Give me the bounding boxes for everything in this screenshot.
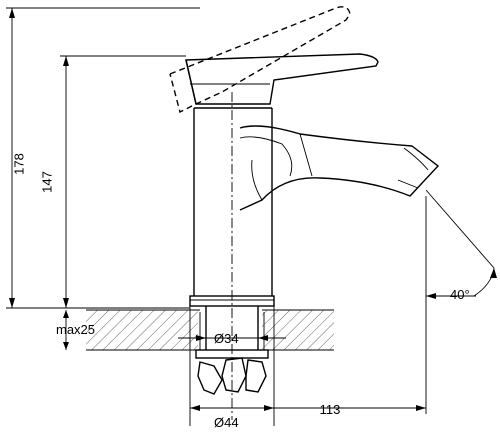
label-total-height: 178 — [11, 153, 26, 175]
label-deck-thickness: max25 — [56, 322, 95, 337]
faucet-handle-raised — [169, 6, 351, 114]
label-aerator-angle: 40° — [450, 287, 470, 302]
faucet-spout — [239, 125, 440, 211]
label-spout-height: 147 — [39, 171, 54, 193]
label-base-diameter: Ø44 — [214, 415, 239, 430]
mounting-nut — [197, 357, 267, 395]
label-hole-diameter: Ø34 — [214, 331, 239, 346]
dimension-reach — [274, 196, 427, 414]
dimension-spout-height — [60, 55, 186, 308]
countertop — [86, 309, 334, 351]
dimension-total-height — [6, 7, 200, 308]
label-reach: 113 — [320, 402, 341, 417]
dimension-deck-thickness — [63, 310, 69, 350]
faucet-body — [189, 107, 275, 307]
dimension-aerator-angle — [425, 189, 497, 299]
faucet-handle — [185, 53, 379, 105]
dimension-base-diameter — [189, 306, 275, 426]
dimension-hole-diameter — [178, 335, 286, 341]
